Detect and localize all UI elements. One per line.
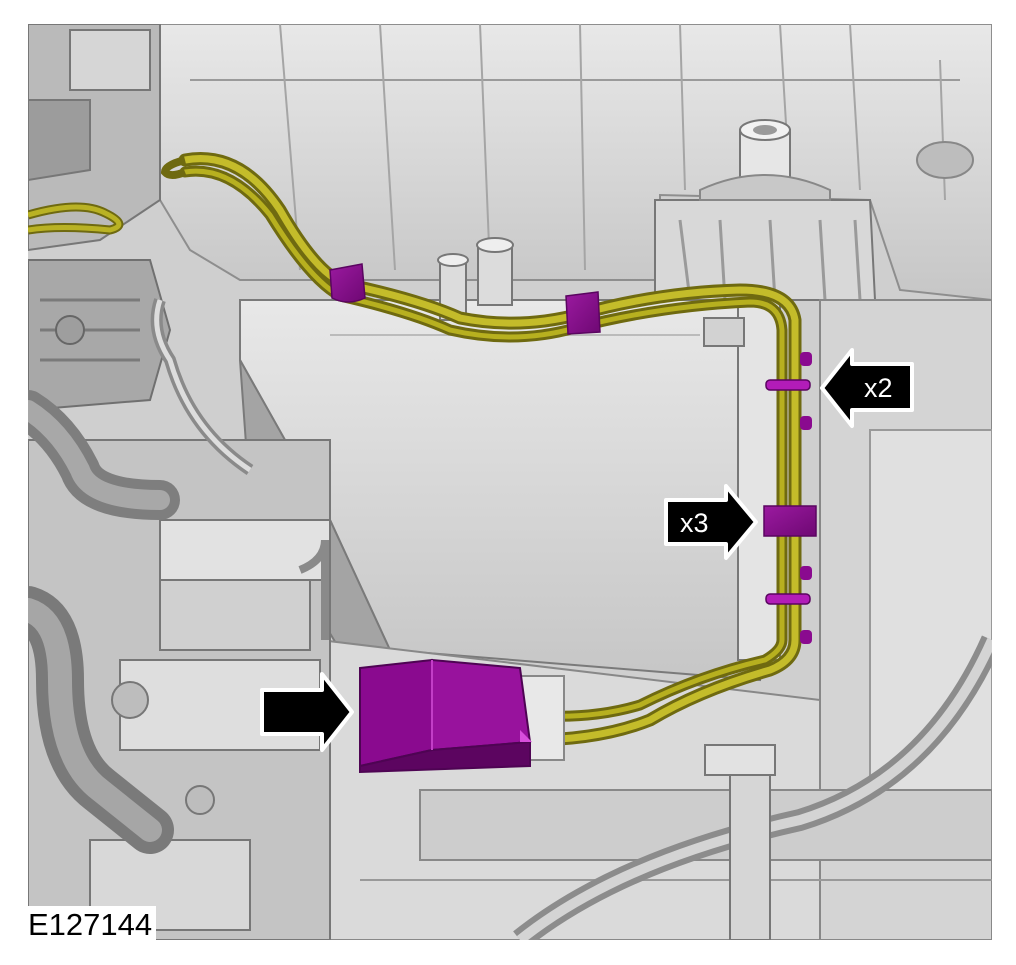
clips-count-label: x2: [864, 373, 893, 403]
harness-clips: [765, 352, 812, 644]
retainers-arrow: [664, 484, 758, 560]
wiring-harness: [28, 152, 802, 747]
mounting-bracket: [654, 119, 877, 301]
connector-arrow: [260, 672, 354, 752]
callout-arrows: [260, 348, 914, 752]
left-machinery: [28, 24, 172, 412]
retainer-upper-mid: [565, 291, 601, 335]
clip-upper: [765, 379, 811, 391]
clips-arrow: [820, 348, 914, 428]
clip-lower: [765, 593, 811, 605]
retainer-rail: [763, 505, 817, 537]
figure-id: E127144: [28, 906, 157, 944]
electrical-connector: [359, 658, 565, 774]
retainer-upper-left: [329, 263, 366, 303]
upper-housing: [159, 24, 992, 302]
harness-retainers: [329, 263, 817, 537]
hoses: [28, 298, 992, 940]
retainers-count-label: x3: [680, 508, 709, 538]
